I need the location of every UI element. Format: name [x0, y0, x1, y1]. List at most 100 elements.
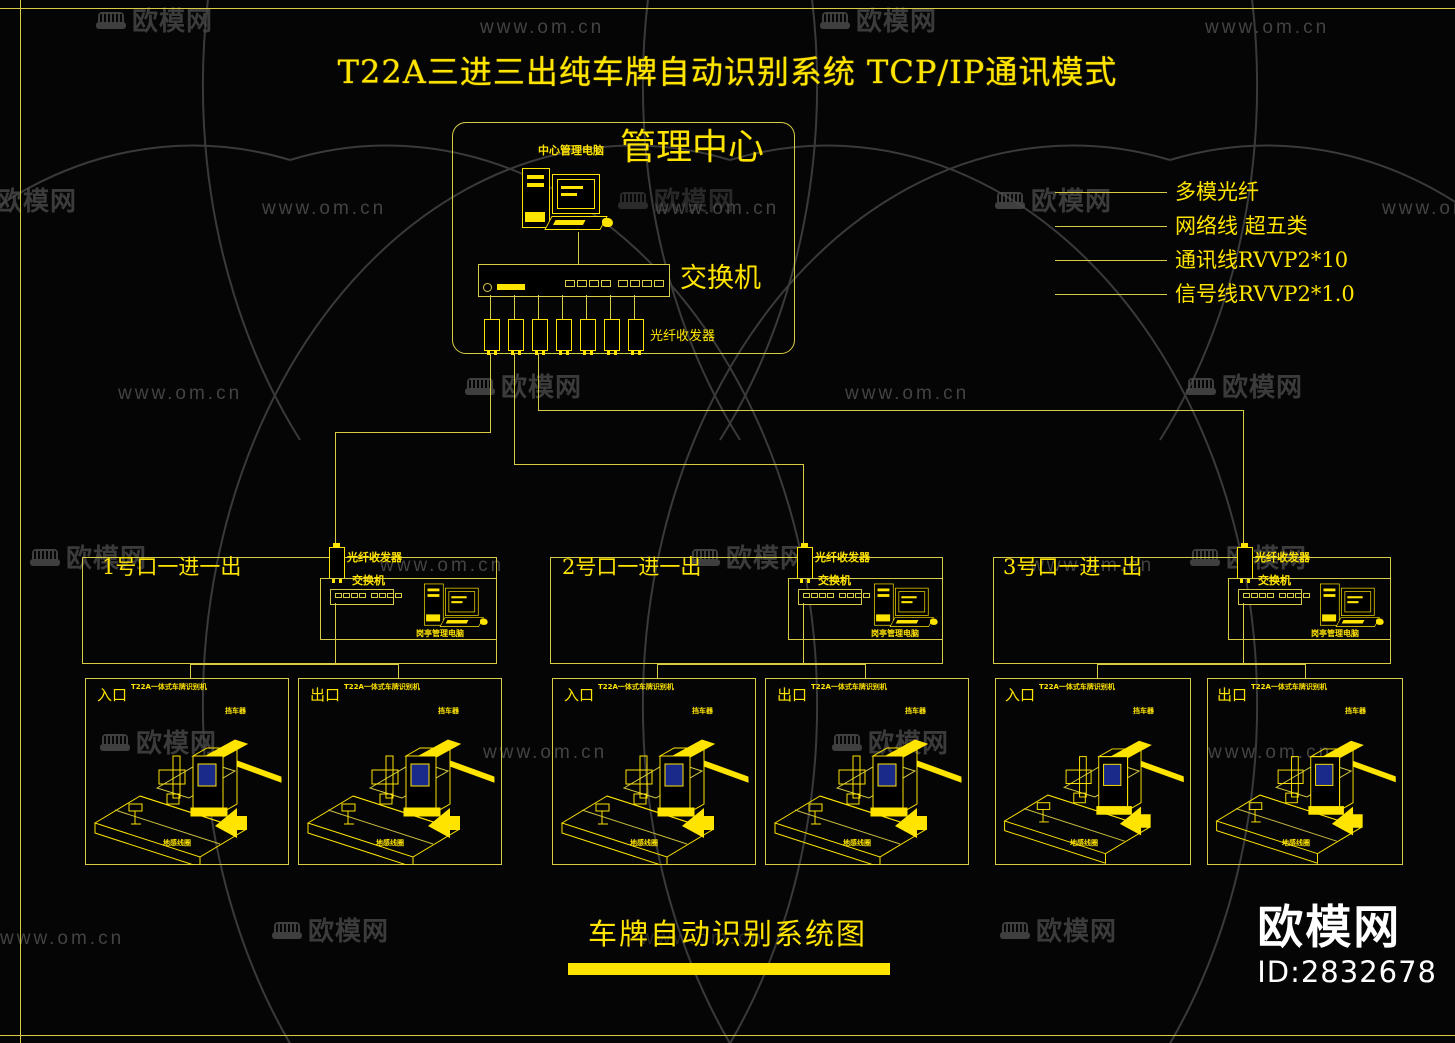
gate-3-lane-trunk-h-right [1243, 664, 1305, 665]
gate-3-exit-barrier-label: 挡车器 [1345, 707, 1366, 715]
mouse-icon [480, 618, 488, 625]
monitor-icon [895, 587, 929, 616]
legend-item-label: 网络线 超五类 [1175, 214, 1308, 238]
gate-2-lane-trunk-v [803, 603, 804, 664]
center-switch [478, 264, 670, 297]
switch-drop-6 [610, 295, 611, 319]
fiber-run-gate1-h [335, 432, 491, 433]
gate-3-transceiver-label: 光纤收发器 [1255, 551, 1310, 564]
gate-1-exit-lane-illustration [306, 739, 495, 865]
center-transceiver-label: 光纤收发器 [650, 329, 716, 344]
drawing-caption: 车牌自动识别系统图 [587, 917, 867, 951]
mouse-icon [602, 218, 613, 227]
monitor-icon [552, 174, 600, 214]
gate-3-exit-drop [1305, 664, 1306, 678]
border-top [0, 8, 1455, 9]
gate-1-entry-device-label: T22A一体式车牌识别机 [131, 683, 207, 691]
gate-1-booth-pc-label: 岗亭管理电脑 [416, 629, 464, 638]
fiber-run-gate2-v [803, 464, 804, 547]
monitor-icon [1341, 587, 1375, 616]
gate-1-title: 1号口一进一出 [102, 555, 242, 579]
switch-drop-4 [562, 295, 563, 319]
center-fiber-transceiver [580, 319, 596, 355]
gate-3-booth-computer [1320, 578, 1384, 627]
switch-power-led-icon [483, 283, 492, 292]
gate-2-entry-drop [657, 664, 658, 678]
gate-2-lane-trunk-h-right [803, 664, 865, 665]
gate-1-lane-trunk-h-left [190, 664, 335, 665]
switch-port-bank [565, 280, 664, 287]
gate-3-exit-device-label: T22A一体式车牌识别机 [1251, 683, 1327, 691]
mouse-icon [930, 618, 938, 625]
pc-tower-base [1322, 614, 1337, 622]
gate-2-switch-label: 交换机 [818, 574, 851, 587]
gate-2-transceiver-label: 光纤收发器 [815, 551, 870, 564]
switch-drop-5 [586, 295, 587, 319]
site-brand-watermark: 欧模网 ID:2832678 [1257, 900, 1437, 990]
gate-2-exit-lane-illustration [773, 739, 962, 865]
gate-2-fiber-transceiver [797, 543, 813, 583]
gate-3-fiber-transceiver [1237, 543, 1253, 583]
gate-2-entry-lane-illustration [560, 739, 749, 865]
gate-1-entry-lane-illustration [93, 739, 282, 865]
gate-3-booth-pc-label: 岗亭管理电脑 [1311, 629, 1359, 638]
keyboard-icon [439, 617, 485, 627]
center-fiber-transceiver [556, 319, 572, 355]
center-fiber-transceiver [604, 319, 620, 355]
gate-3-lane-trunk-v [1243, 603, 1244, 664]
center-computer-label: 中心管理电脑 [538, 144, 604, 157]
gate-3-exit-loop-label: 地感线圈 [1282, 839, 1310, 847]
switch-status-led [497, 284, 525, 290]
asset-id: ID:2832678 [1257, 955, 1437, 990]
keyboard-icon [1335, 617, 1381, 627]
gate-3-title: 3号口一进一出 [1003, 555, 1143, 579]
border-bottom [0, 1035, 1455, 1036]
legend-line-sample [1055, 226, 1167, 227]
monitor-icon [445, 587, 479, 616]
pc-to-switch-link [578, 232, 579, 264]
switch-drop-3 [538, 295, 539, 319]
gate-2-switch [798, 589, 870, 605]
gate-1-fiber-transceiver [329, 543, 345, 583]
pc-tower-base [876, 614, 891, 622]
keyboard-icon [544, 216, 608, 230]
legend-item-label: 多模光纤 [1175, 180, 1259, 204]
gate-1-lane-trunk-h-right [335, 664, 398, 665]
gate-3-switch-label: 交换机 [1258, 574, 1291, 587]
gate-1-lane-trunk-v [335, 603, 336, 664]
gate-1-switch [330, 589, 402, 605]
center-fiber-transceiver [532, 319, 548, 355]
switch-drop-7 [634, 295, 635, 319]
center-switch-label: 交换机 [680, 263, 761, 294]
gate-1-entry-label: 入口 [97, 686, 128, 704]
fiber-run-gate3-v [1243, 410, 1244, 547]
gate-1-transceiver-label: 光纤收发器 [347, 551, 402, 564]
drawing-caption-underline [568, 963, 890, 975]
page-title: T22A三进三出纯车牌自动识别系统 TCP/IP通讯模式 [337, 53, 1118, 91]
gate-1-exit-drop [398, 664, 399, 678]
gate-2-booth-computer [874, 578, 938, 627]
fiber-run-gate3-h [538, 410, 1244, 411]
gate-2-booth-pc-label: 岗亭管理电脑 [871, 629, 919, 638]
gate-2-exit-drop [865, 664, 866, 678]
gate-3-exit-lane-illustration [1215, 740, 1396, 864]
fiber-run-gate2-h [514, 464, 804, 465]
gate-3-lane-trunk-h-left [1097, 664, 1243, 665]
fiber-drop-gate1 [490, 354, 491, 432]
gate-3-switch [1238, 589, 1310, 605]
gate-1-entry-drop [190, 664, 191, 678]
gate-2-lane-trunk-h-left [657, 664, 803, 665]
gate-3-entry-lane-illustration [1003, 740, 1184, 864]
pc-tower-base [525, 212, 545, 222]
legend-line-sample [1055, 294, 1167, 295]
brand-name: 欧模网 [1257, 900, 1402, 954]
center-fiber-transceiver [484, 319, 500, 355]
legend-item-label: 通讯线RVVP2*10 [1175, 248, 1349, 272]
switch-drop-1 [490, 295, 491, 319]
gate-3-entry-drop [1097, 664, 1098, 678]
gate-2-title: 2号口一进一出 [562, 555, 702, 579]
legend-item-label: 信号线RVVP2*1.0 [1175, 282, 1355, 306]
switch-drop-2 [514, 295, 515, 319]
